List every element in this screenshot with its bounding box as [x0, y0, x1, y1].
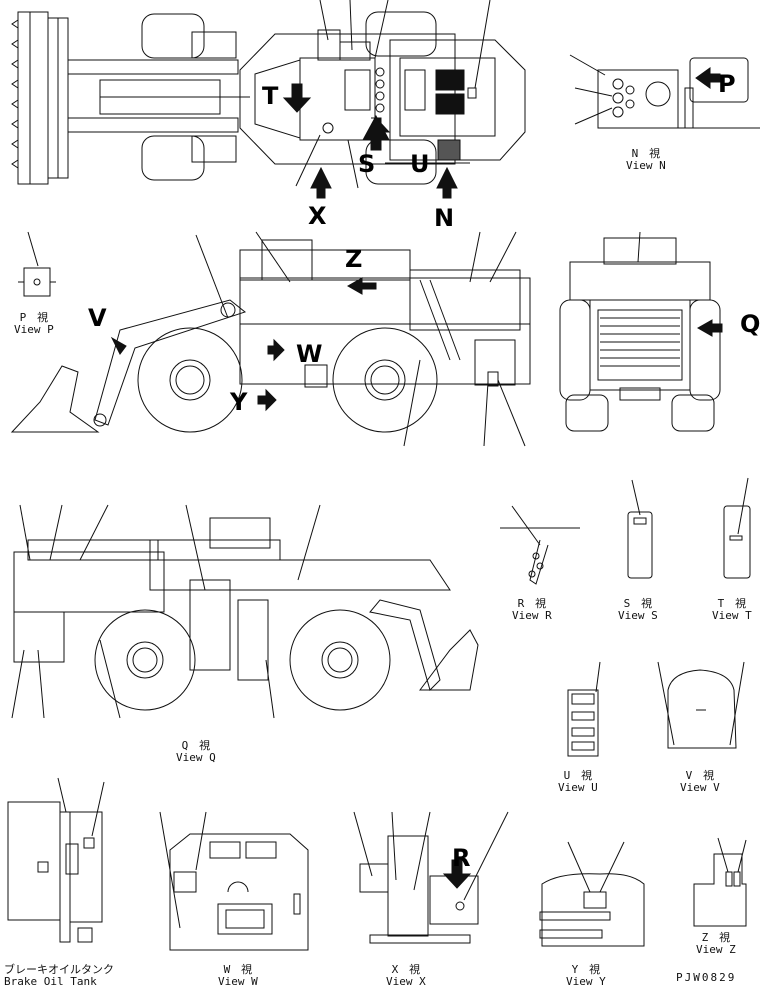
view-p-drawing: [18, 232, 56, 296]
rear-view-q: [560, 232, 722, 431]
view-x-drawing: [354, 812, 508, 943]
view-t-drawing: [724, 478, 750, 578]
view-s-drawing: [628, 480, 652, 578]
view-v-drawing: [658, 662, 744, 748]
letter-z: Z: [345, 245, 363, 273]
view-w-drawing: [160, 812, 308, 950]
letter-s: S: [358, 150, 376, 178]
view-r-drawing: [500, 506, 580, 584]
view-u-drawing: [568, 662, 600, 756]
top-plan-view: [12, 0, 525, 198]
drawing-number: PJW0829: [676, 971, 737, 984]
view-q-side-drawing: [12, 505, 478, 718]
letter-w: W: [296, 340, 323, 368]
letter-y: Y: [230, 388, 248, 416]
letter-r: R: [452, 844, 471, 872]
letter-t: T: [262, 82, 279, 110]
side-view: [12, 232, 530, 446]
brake-tank-drawing: [8, 778, 104, 942]
view-n-drawing: [570, 55, 760, 128]
view-y-drawing: [540, 842, 644, 946]
letter-v: V: [88, 304, 107, 332]
letter-q: Q: [740, 310, 760, 338]
letter-u: U: [410, 150, 430, 178]
view-z-drawing: [694, 838, 746, 926]
letter-n: N: [434, 204, 455, 232]
letter-x: X: [308, 202, 327, 230]
letter-p-arrow: P: [718, 70, 736, 98]
